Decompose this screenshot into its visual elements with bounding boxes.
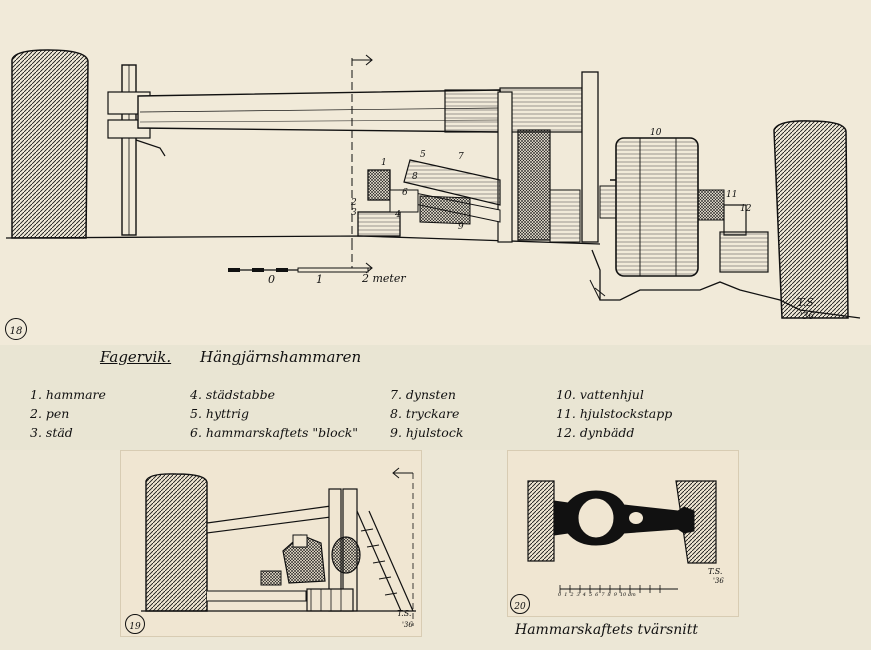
callout-2: 2: [351, 198, 357, 208]
legend-item-4: 4. städstabbe: [190, 387, 276, 402]
left-stone-pillar: [11, 49, 89, 239]
figure-20-badge: 20: [510, 594, 530, 614]
figure-19-badge: 19: [125, 614, 145, 634]
cross-right-wall: [675, 480, 717, 564]
scale-label-0: 0: [268, 273, 275, 286]
small-scale-label-0: 0: [558, 592, 562, 598]
pit-outline: [591, 249, 861, 319]
artist-year: '36: [800, 312, 814, 322]
legend-column-2: 4. städstabbe 5. hyttrig 6. hammarskafte…: [190, 385, 358, 442]
callout-7: 7: [458, 152, 464, 162]
legend-column-4: 10. vattenhjul 11. hjulstockstapp 12. dy…: [556, 385, 672, 442]
figure-19-initials: T.S.: [397, 609, 412, 618]
callout-8: 8: [412, 172, 418, 182]
right-stone-pillar: [773, 120, 849, 319]
hammer-head: [367, 169, 391, 201]
section-drawing-sheet: 19 T.S. '36: [120, 450, 422, 637]
legend-item-10: 10. vattenhjul: [556, 387, 644, 402]
small-scale-label-5: 5: [588, 592, 593, 598]
callout-5: 5: [420, 150, 426, 160]
artist-initials: T.S.: [797, 296, 817, 309]
callout-1: 1: [381, 158, 387, 168]
figure-number-badge: 18: [5, 318, 27, 340]
legend-column-3: 7. dynsten 8. tryckare 9. hjulstock: [390, 385, 463, 442]
cross-section-caption: Hammarskaftets tvärsnitt: [515, 622, 699, 638]
small-scale-label-4: 4: [582, 592, 586, 598]
callout-12: 12: [740, 204, 752, 214]
main-drawing: [5, 49, 861, 319]
scale-label-1: 1: [316, 273, 323, 286]
small-scale-label-10: 10 dm: [619, 592, 636, 598]
small-scale-label-6: 6: [595, 592, 599, 598]
small-scale-labels: 0 1 2 3 4 5 6 7 8 9 10 dm: [558, 592, 636, 598]
callout-3: 3: [351, 208, 357, 218]
figure-20-initials: T.S.: [708, 567, 723, 576]
legend-item-12: 12. dynbädd: [556, 425, 635, 440]
legend-item-6: 6. hammarskaftets "block": [190, 425, 359, 440]
cross-section-sheet: 0 1 2 3 4 5 6 7 8 9 10 dm 20 T.S. '36: [507, 450, 739, 617]
cross-section-drawing: [527, 480, 717, 593]
anvil-block: [357, 211, 401, 237]
main-drawing-sheet: 0 1 2 meter 1 2 3 4 5 6 7 8 9 10 11 12 1…: [5, 49, 861, 340]
legend-item-5: 5. hyttrig: [190, 406, 250, 421]
callout-9: 9: [458, 222, 464, 232]
small-scale-label-1: 1: [564, 592, 568, 598]
callout-11: 11: [726, 190, 738, 200]
small-scale-label-3: 3: [576, 592, 580, 598]
figure-20-number: 20: [514, 602, 526, 612]
legend-item-1: 1. hammare: [30, 387, 106, 402]
small-scale-label-7: 7: [601, 592, 605, 598]
scale-bar: [228, 267, 369, 273]
figure-20-year: '36: [713, 577, 724, 585]
small-scale-label-2: 2: [570, 592, 574, 598]
small-scale-label-8: 8: [607, 592, 611, 598]
caption-place: Fagervik.: [100, 348, 172, 366]
small-scale-label-9: 9: [613, 592, 617, 598]
inclined-shaft: [403, 159, 501, 206]
caption-sheet: [0, 345, 871, 450]
water-wheel: [615, 137, 699, 277]
section-stone-pillar: [145, 473, 208, 612]
figure-number: 18: [9, 326, 23, 337]
caption-title: Hängjärnshammaren: [200, 348, 362, 366]
legend-item-7: 7. dynsten: [390, 387, 456, 402]
legend-item-2: 2. pen: [30, 406, 70, 421]
figure-19-year: '36: [402, 621, 413, 629]
legend-item-3: 3. städ: [30, 425, 73, 440]
callout-6: 6: [402, 188, 408, 198]
legend-item-9: 9. hjulstock: [390, 425, 464, 440]
cross-left-wall: [527, 480, 555, 562]
legend-item-8: 8. tryckare: [390, 406, 460, 421]
callout-10: 10: [650, 128, 662, 138]
figure-19-number: 19: [129, 622, 141, 632]
legend-column-1: 1. hammare 2. pen 3. städ: [30, 385, 106, 442]
section-drawing: [141, 467, 416, 626]
callout-4: 4: [395, 210, 401, 220]
helve-cross-section: [553, 490, 695, 546]
scale-label-2: 2 meter: [362, 272, 406, 285]
legend-item-11: 11. hjulstockstapp: [556, 406, 673, 421]
